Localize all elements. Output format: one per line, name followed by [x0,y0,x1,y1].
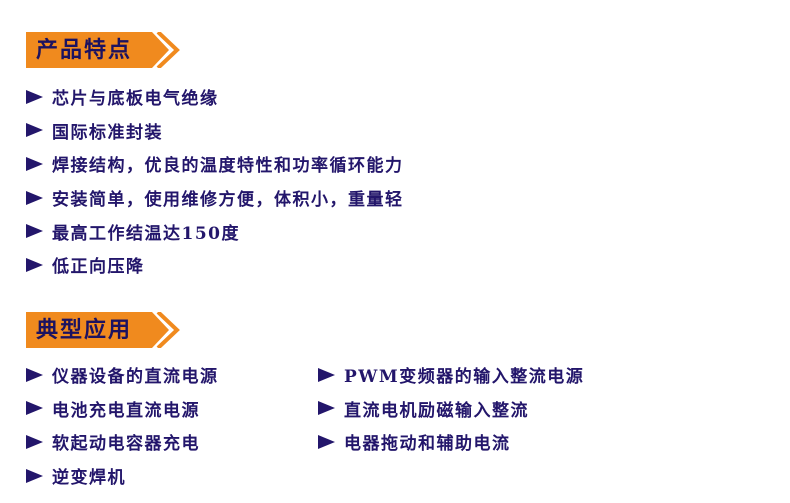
list-item: 安装简单，使用维修方便，体积小，重量轻 [26,181,404,215]
applications-header: 典型应用 [26,312,182,348]
bullet-arrow-icon [26,190,43,205]
bullet-arrow-icon [26,367,43,382]
application-text: 软起动电容器充电 [52,434,200,455]
application-text: 电器拖动和辅助电流 [344,434,511,455]
list-item: 直流电机励磁输入整流 [318,392,584,426]
list-item: 仪器设备的直流电源 [26,358,219,392]
header-arrow-banner [26,312,180,348]
feature-text: 低正向压降 [52,257,145,278]
list-item: 电池充电直流电源 [26,392,219,426]
bullet-arrow-icon [26,468,43,483]
features-title: 产品特点 [36,37,133,63]
applications-left-list: 仪器设备的直流电源 电池充电直流电源 软起动电容器充电 逆变焊机 [26,358,219,492]
bullet-arrow-icon [318,401,335,416]
features-list: 芯片与底板电气绝缘 国际标准封装 焊接结构，优良的温度特性和功率循环能力 安装简… [26,80,404,282]
feature-text: 安装简单，使用维修方便，体积小，重量轻 [52,190,404,211]
list-item: 最高工作结温达150度 [26,214,404,248]
feature-text: 芯片与底板电气绝缘 [52,89,219,110]
application-text: PWM变频器的输入整流电源 [344,367,585,388]
bullet-arrow-icon [26,156,43,171]
applications-right-list: PWM变频器的输入整流电源 直流电机励磁输入整流 电器拖动和辅助电流 [318,358,584,459]
application-text: 逆变焊机 [52,468,126,489]
list-item: PWM变频器的输入整流电源 [318,358,584,392]
list-item: 逆变焊机 [26,459,219,493]
list-item: 软起动电容器充电 [26,425,219,459]
list-item: 国际标准封装 [26,114,404,148]
bullet-arrow-icon [26,257,43,272]
bullet-arrow-icon [26,434,43,449]
application-text: 仪器设备的直流电源 [52,367,219,388]
feature-text: 焊接结构，优良的温度特性和功率循环能力 [52,156,404,177]
features-header: 产品特点 [26,32,182,68]
header-arrow-banner [26,32,180,68]
bullet-arrow-icon [26,224,43,239]
bullet-arrow-icon [26,123,43,138]
list-item: 焊接结构，优良的温度特性和功率循环能力 [26,147,404,181]
applications-title: 典型应用 [36,317,133,343]
list-item: 芯片与底板电气绝缘 [26,80,404,114]
application-text: 电池充电直流电源 [52,400,200,421]
bullet-arrow-icon [318,434,335,449]
application-text: 直流电机励磁输入整流 [344,400,529,421]
list-item: 电器拖动和辅助电流 [318,425,584,459]
bullet-arrow-icon [26,401,43,416]
list-item: 低正向压降 [26,248,404,282]
bullet-arrow-icon [26,89,43,104]
feature-text: 国际标准封装 [52,122,163,143]
bullet-arrow-icon [318,367,335,382]
feature-text: 最高工作结温达150度 [52,223,240,244]
